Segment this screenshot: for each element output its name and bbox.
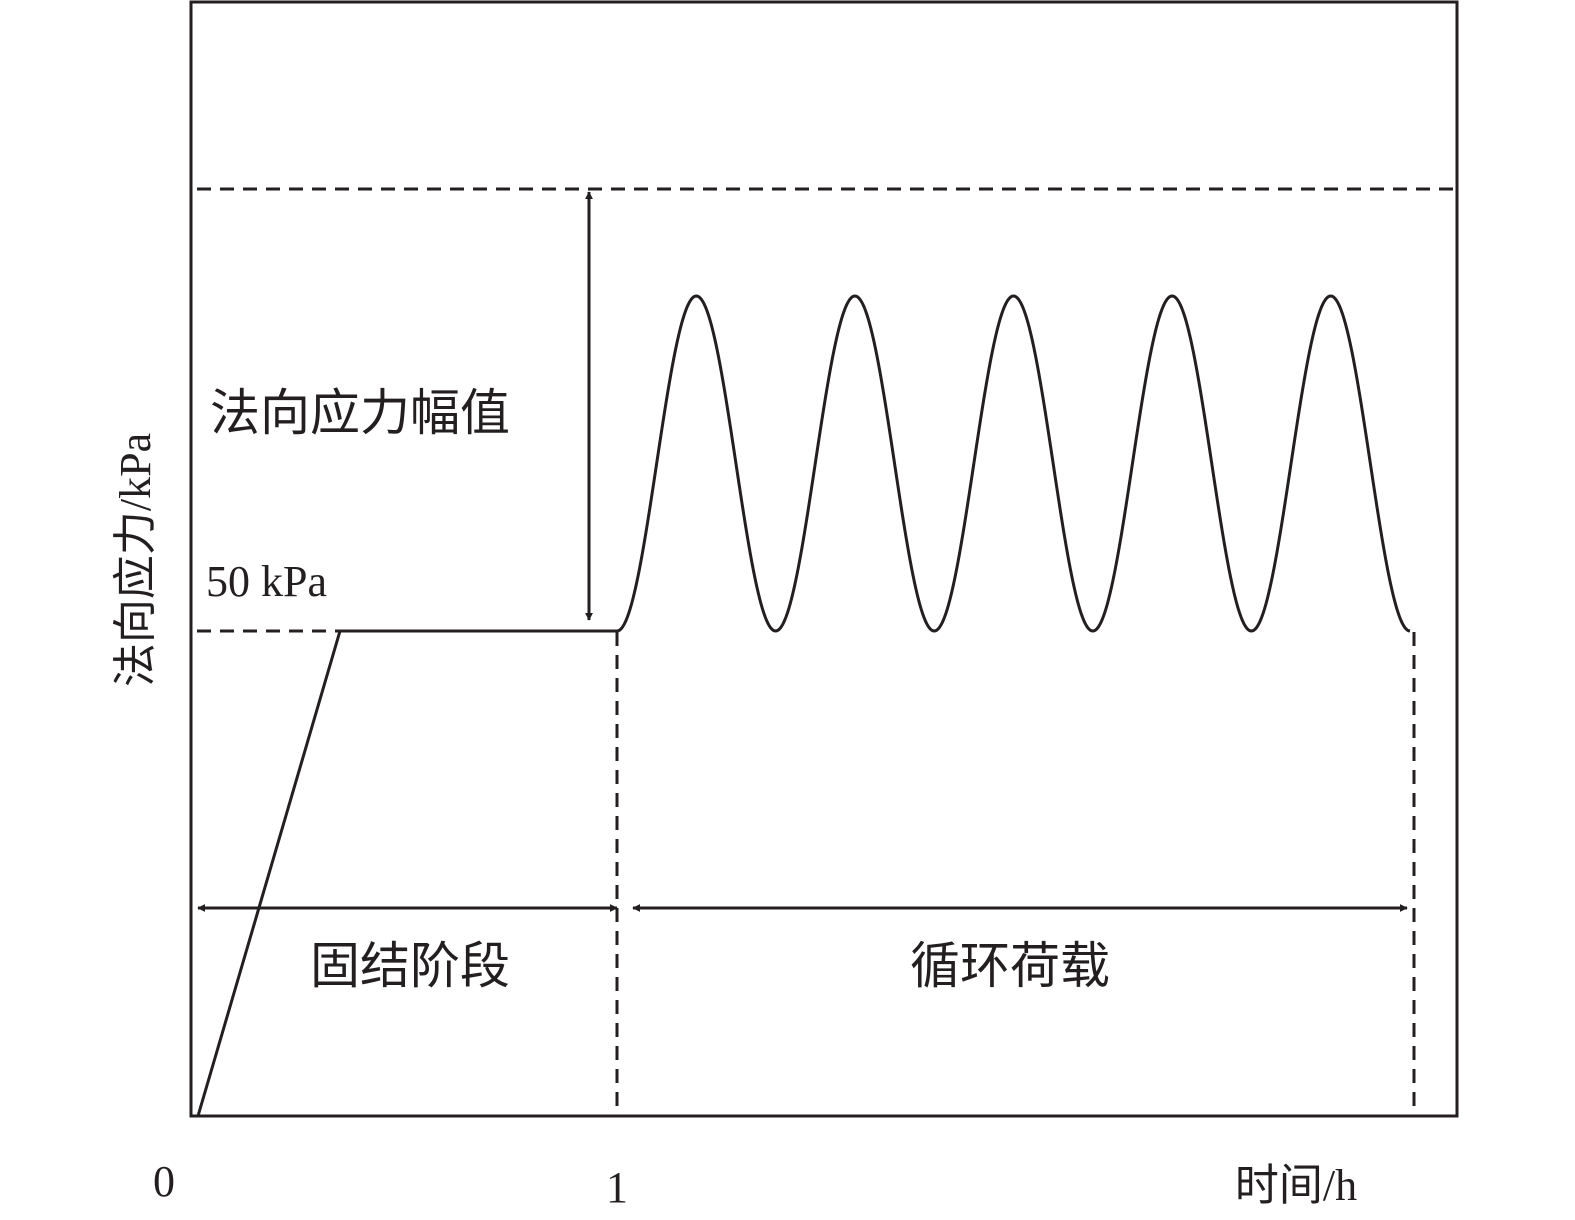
cyclic-load-curve [616, 294, 1411, 633]
consolidation-stage-label: 固结阶段 [310, 938, 510, 994]
x-axis-label: 时间/h [1235, 1161, 1357, 1210]
x-tick-0: 0 [153, 1157, 175, 1206]
cyclic-stage-label: 循环荷载 [910, 938, 1110, 994]
x-tick-1: 1 [606, 1163, 628, 1212]
plot-frame [189, 0, 1459, 1118]
level-50kpa-label: 50 kPa [206, 557, 327, 606]
consolidation-load-curve [196, 629, 617, 1117]
y-axis-label: 法向应力/kPa [111, 433, 160, 687]
amplitude-label: 法向应力幅值 [210, 385, 510, 441]
